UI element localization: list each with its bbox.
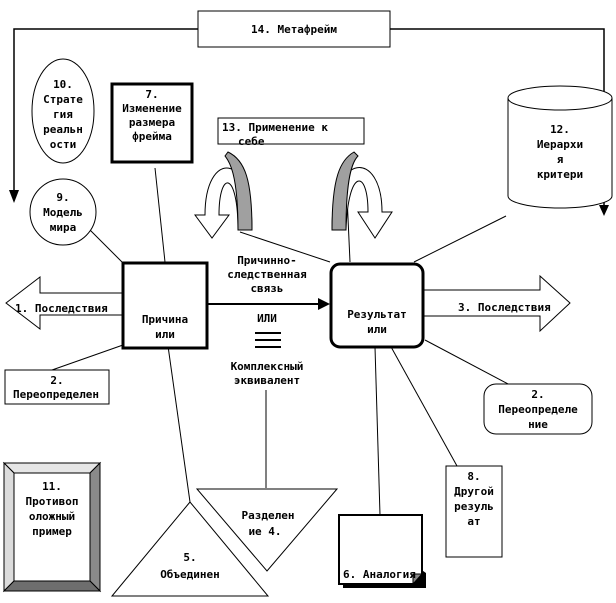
svg-text:фрейма: фрейма (132, 130, 172, 143)
svg-text:11.: 11. (42, 480, 62, 493)
svg-text:Противоп: Противоп (26, 495, 79, 508)
world-model-node: 9. Модель мира (29, 178, 97, 246)
svg-text:Иерархи: Иерархи (537, 138, 583, 151)
self-loop-arrow-left (194, 151, 253, 239)
svg-text:Переопределен: Переопределен (13, 388, 99, 401)
svg-text:гия: гия (53, 108, 73, 121)
self-loop-arrow-right (331, 151, 393, 239)
svg-text:оложный: оложный (29, 510, 75, 523)
meta-frame-box: 14. Метафрейм (197, 10, 391, 48)
causal-link-label: Причинно- следственная связь (227, 254, 306, 295)
strategy-reality-node: 10. Страте гия реальн ости (31, 58, 95, 164)
svg-text:реальн: реальн (43, 123, 83, 136)
svg-text:7.: 7. (145, 88, 158, 101)
criteria-hierarchy-cylinder: 12. Иерархи я критери (507, 85, 613, 209)
svg-text:Объединен: Объединен (160, 568, 220, 581)
result-box: Результат или (329, 262, 425, 349)
self-application-box: 13. Применение к себе (217, 117, 365, 148)
svg-text:6. Аналогия: 6. Аналогия (343, 568, 416, 581)
right-consequence-arrow: 3. Последствия (421, 274, 571, 333)
metaframe-arrowhead-left (9, 190, 19, 203)
svg-text:10.: 10. (53, 78, 73, 91)
causal-arrow (207, 298, 330, 310)
analogy-box: 6. Аналогия (338, 514, 426, 588)
svg-text:или: или (155, 328, 175, 341)
svg-text:размера: размера (129, 116, 175, 129)
svg-text:Страте: Страте (43, 93, 83, 106)
svg-text:5.: 5. (183, 551, 196, 564)
svg-text:8.: 8. (467, 470, 480, 483)
chunk-down-triangle: Разделен ие 4. (195, 488, 339, 572)
svg-text:пример: пример (32, 525, 72, 538)
svg-text:ние: ние (528, 418, 548, 431)
svg-text:1. Последствия: 1. Последствия (15, 302, 108, 315)
svg-text:резуль: резуль (454, 500, 494, 513)
complex-equivalent-label: Комплексный эквивалент (231, 360, 304, 387)
svg-text:Результат: Результат (347, 308, 407, 321)
redefine-right-box: 2. Переопределе ние (483, 383, 593, 435)
svg-text:мира: мира (50, 221, 77, 234)
svg-text:3. Последствия: 3. Последствия (458, 301, 551, 314)
svg-text:Причина: Причина (142, 313, 188, 326)
svg-text:12.: 12. (550, 123, 570, 136)
svg-text:Изменение: Изменение (122, 102, 182, 115)
svg-text:Комплексный: Комплексный (231, 360, 304, 373)
svg-text:Другой: Другой (454, 485, 494, 498)
svg-text:критери: критери (537, 168, 583, 181)
left-consequence-arrow: 1. Последствия (5, 275, 123, 331)
another-result-box: 8. Другой резуль ат (445, 465, 503, 558)
svg-text:9.: 9. (56, 191, 69, 204)
svg-text:Переопределе: Переопределе (498, 403, 578, 416)
svg-text:2.: 2. (531, 388, 544, 401)
svg-text:ат: ат (467, 515, 480, 528)
equivalence-sign (255, 332, 281, 348)
svg-text:себе: себе (238, 135, 265, 148)
svg-text:эквивалент: эквивалент (234, 374, 300, 387)
cause-box: Причина или (121, 261, 209, 350)
resize-frame-box: 7. Изменение размера фрейма (110, 82, 194, 164)
counter-example-box: 11. Противоп оложный пример (2, 461, 102, 593)
svg-text:следственная: следственная (227, 268, 306, 281)
svg-text:Модель: Модель (43, 206, 83, 219)
svg-text:Причинно-: Причинно- (237, 254, 297, 267)
metaframe-arrowhead-right (599, 205, 609, 216)
svg-text:13. Применение к: 13. Применение к (222, 121, 328, 134)
svg-text:связь: связь (250, 282, 283, 295)
redefine-left-box: 2. Переопределен (4, 369, 110, 405)
svg-text:или: или (367, 323, 387, 336)
svg-text:Разделен: Разделен (242, 509, 295, 522)
chunk-up-triangle: 5. Объединен (110, 501, 270, 597)
svg-text:ости: ости (50, 138, 77, 151)
or-label: ИЛИ (257, 312, 277, 325)
meta-frame-label: 14. Метафрейм (251, 23, 337, 36)
svg-text:ие 4.: ие 4. (248, 525, 281, 538)
connector-lines (51, 167, 511, 516)
svg-text:2.: 2. (50, 374, 63, 387)
svg-text:я: я (557, 153, 564, 166)
